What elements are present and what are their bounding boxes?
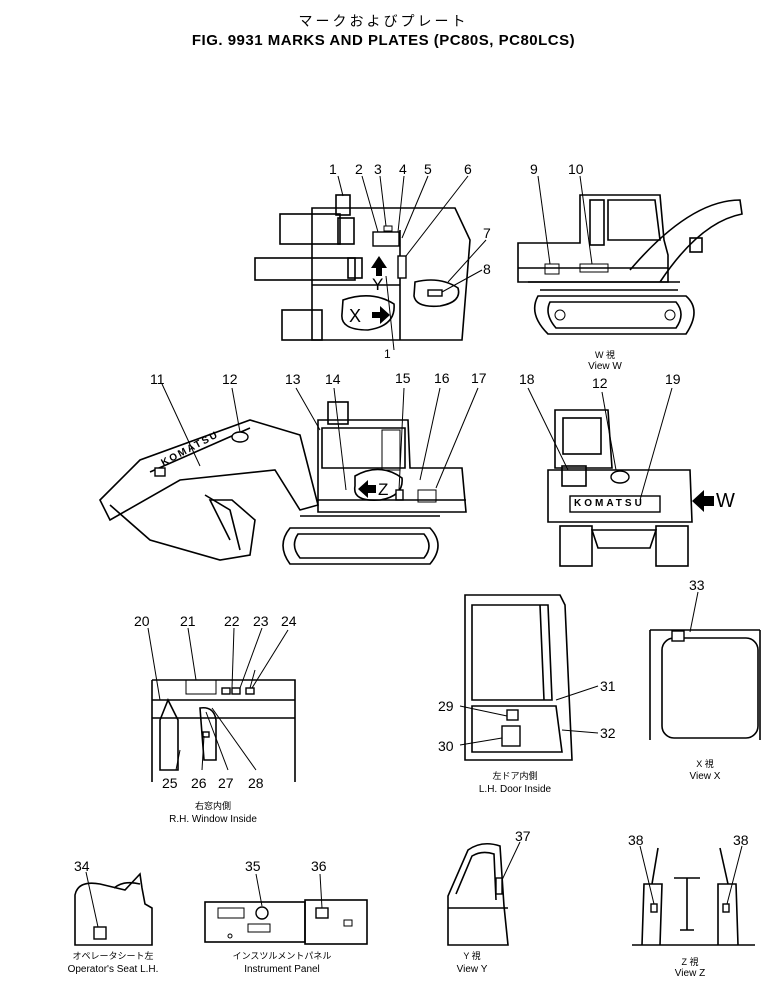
callout-15: 15 <box>395 370 411 386</box>
instrument-panel-drawing <box>204 899 368 945</box>
figure-title: FIG. 9931 MARKS AND PLATES (PC80S, PC80L… <box>191 32 576 49</box>
callout-12: 12 <box>222 371 238 387</box>
callout-20: 20 <box>134 613 150 629</box>
callout-14: 14 <box>325 371 341 387</box>
caption-rh-window: R.H. Window Inside <box>169 814 257 825</box>
callout-19: 19 <box>665 371 681 387</box>
callout-3: 3 <box>374 161 382 177</box>
callout-35: 35 <box>245 858 261 874</box>
callout-36: 36 <box>311 858 327 874</box>
caption-view-x-jp: X 視 <box>696 759 714 769</box>
callout-23: 23 <box>253 613 269 629</box>
callout-22: 22 <box>224 613 240 629</box>
caption-view-w-jp: W 視 <box>595 350 615 360</box>
callout-30: 30 <box>438 738 454 754</box>
caption-view-z-jp: Z 視 <box>681 957 699 967</box>
callout-26: 26 <box>191 775 207 791</box>
callout-21: 21 <box>180 613 196 629</box>
marker-x: X <box>349 306 362 326</box>
callout-7: 7 <box>483 225 491 241</box>
callout-2: 2 <box>355 161 363 177</box>
callout-38: 38 <box>628 832 644 848</box>
callout-10: 10 <box>568 161 584 177</box>
callout-34: 34 <box>74 858 90 874</box>
callout-33: 33 <box>689 577 705 593</box>
caption-lh-door-jp: 左ドア内側 <box>492 771 538 781</box>
title-japanese: マークおよびプレート <box>298 13 469 29</box>
caption-panel: Instrument Panel <box>244 964 320 975</box>
callout-8: 8 <box>483 261 491 277</box>
marker-z: Z <box>378 480 389 499</box>
callout-28: 28 <box>248 775 264 791</box>
caption-view-y-jp: Y 視 <box>463 951 481 961</box>
caption-lh-door: L.H. Door Inside <box>478 784 552 795</box>
callout-31: 31 <box>600 678 616 694</box>
leader-lines <box>85 175 743 928</box>
callout-4: 4 <box>399 161 407 177</box>
callout-18: 18 <box>519 371 535 387</box>
callout-37: 37 <box>515 828 531 844</box>
callout-1: 1 <box>329 161 337 177</box>
top-view-machine <box>254 194 471 351</box>
view-z-drawing <box>632 847 755 946</box>
callout-24: 24 <box>281 613 297 629</box>
callout-11: 11 <box>150 371 165 387</box>
operators-seat-drawing <box>74 872 153 946</box>
callout-38-second: 38 <box>733 832 749 848</box>
callout-27: 27 <box>218 775 234 791</box>
rear-view-machine <box>547 409 714 567</box>
caption-seat-jp: オペレータシート左 <box>72 951 154 961</box>
callout-13: 13 <box>285 371 301 387</box>
callout-5: 5 <box>424 161 432 177</box>
main-side-view-machine <box>99 401 467 565</box>
callout-25: 25 <box>162 775 178 791</box>
caption-seat: Operator's Seat L.H. <box>67 964 159 975</box>
callout-17: 17 <box>471 370 487 386</box>
callout-32: 32 <box>600 725 616 741</box>
marker-y: Y <box>372 275 384 294</box>
callout-6: 6 <box>464 161 472 177</box>
lh-door-inside-drawing <box>464 594 573 761</box>
counterweight-lettering: KOMATSU <box>574 498 645 509</box>
caption-view-z: View Z <box>674 968 706 979</box>
caption-panel-jp: インスツルメントパネル <box>232 951 332 961</box>
caption-rh-window-jp: 右窓内側 <box>194 801 231 811</box>
view-x-drawing <box>649 629 761 740</box>
side-view-w-machine <box>517 194 743 335</box>
callout-29: 29 <box>438 698 454 714</box>
caption-view-y: View Y <box>456 964 488 975</box>
caption-view-x: View X <box>689 771 721 782</box>
callout-12-second: 12 <box>592 375 608 391</box>
callout-16: 16 <box>434 370 450 386</box>
view-y-drawing <box>447 842 509 946</box>
callout-9: 9 <box>530 161 538 177</box>
caption-view-w: View W <box>588 361 622 372</box>
rh-window-inside-drawing <box>151 669 296 782</box>
callout-1-second: 1 <box>384 347 391 361</box>
marker-w: W <box>716 490 735 512</box>
